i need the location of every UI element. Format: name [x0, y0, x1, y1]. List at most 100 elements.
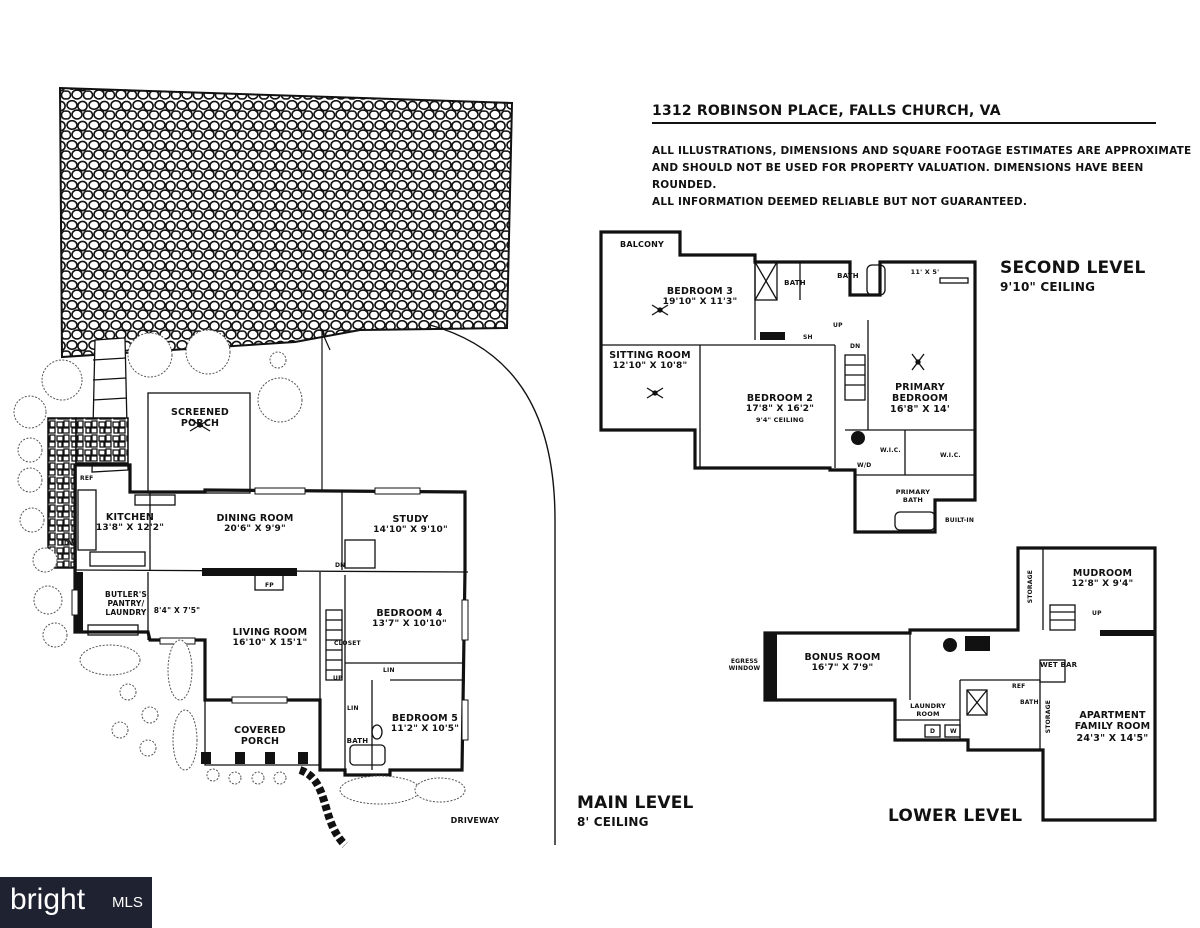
bedroom2-ceiling: 9'4" CEILING	[755, 416, 805, 424]
study-dim: 14'10" X 9'10"	[373, 525, 448, 535]
dining-name: DINING ROOM	[216, 513, 294, 524]
label-screened-porch: SCREENED PORCH	[170, 407, 230, 429]
label-dryer: D	[930, 728, 936, 735]
label-primary-bedroom-dim: 16'8" X 14'	[890, 404, 950, 415]
bedroom4-name: BEDROOM 4	[376, 608, 443, 619]
label-washer: W	[950, 728, 957, 735]
label-up-lower: UP	[1092, 610, 1102, 617]
label-lin-2: LIN	[347, 705, 359, 712]
disclaimer-line-2: AND SHOULD NOT BE USED FOR PROPERTY VALU…	[652, 162, 1144, 191]
disclaimer-line-1: ALL ILLUSTRATIONS, DIMENSIONS AND SQUARE…	[652, 145, 1192, 157]
kitchen-dim: 13'8" X 12'2"	[95, 523, 165, 533]
label-dn-2: DN	[850, 343, 861, 350]
living-name: LIVING ROOM	[232, 627, 308, 638]
ceiling-fan-icon-sr	[651, 304, 669, 316]
kitchen-name: KITCHEN	[105, 512, 155, 523]
label-primary-bath: PRIMARY BATH	[895, 488, 931, 504]
ceiling-fan-icon-sit	[646, 387, 664, 399]
sitting-dim: 12'10" X 10'8"	[612, 361, 688, 371]
property-address: 1312 ROBINSON PLACE, FALLS CHURCH, VA	[652, 103, 1001, 119]
label-closet: CLOSET	[334, 640, 361, 647]
bedroom3-name: BEDROOM 3	[666, 286, 734, 297]
label-apartment-family-room: APARTMENT FAMILY ROOM	[1074, 710, 1151, 732]
label-fireplace: FP	[265, 582, 274, 589]
label-lin-1: LIN	[383, 667, 395, 674]
mudroom-name: MUDROOM	[1072, 568, 1133, 579]
ceiling-fan-icon	[189, 418, 211, 432]
dining-dim: 20'6" X 9'9"	[224, 524, 286, 534]
fireplace	[202, 568, 297, 576]
label-balcony: BALCONY	[620, 240, 664, 249]
label-up-2: UP	[833, 322, 843, 329]
mudroom-dim: 12'8" X 9'4"	[1071, 579, 1134, 589]
sitting-name: SITTING ROOM	[609, 350, 691, 361]
label-dw-main: DW	[64, 540, 76, 547]
label-bath-2a: BATH	[784, 279, 806, 287]
cobblestone-patio	[58, 86, 514, 359]
label-dn-main: DN	[335, 562, 346, 569]
label-up-main: UP	[333, 675, 343, 682]
label-wic-2: W.I.C.	[940, 452, 961, 459]
label-ref-lower: REF	[1012, 683, 1026, 690]
label-bath-2b: BATH	[837, 272, 859, 280]
label-butlers-pantry: BUTLER'S PANTRY/ LAUNDRY	[105, 590, 147, 617]
watermark-suffix: MLS	[112, 894, 143, 911]
main-level-title: MAIN LEVEL	[577, 793, 694, 813]
second-level-ceiling: 9'10" CEILING	[1000, 280, 1096, 294]
label-hall-dim: 8'4" X 7'5"	[153, 606, 201, 615]
bedroom2-name: BEDROOM 2	[746, 393, 814, 404]
label-laundry-room: LAUNDRY ROOM	[910, 702, 946, 718]
bright-mls-watermark: bright MLS	[0, 877, 152, 928]
driveway-curve	[429, 324, 556, 845]
label-wet-bar: WET BAR	[1040, 661, 1078, 669]
label-covered-porch: COVERED PORCH	[234, 725, 286, 747]
label-driveway: DRIVEWAY	[450, 816, 500, 825]
main-level-ceiling: 8' CEILING	[577, 815, 649, 829]
bonus-dim: 16'7" X 7'9"	[811, 663, 874, 673]
label-wd: W/D	[857, 462, 872, 469]
bedroom2-dim: 17'8" X 16'2"	[745, 404, 815, 414]
label-closet-dim: 11' X 5'	[910, 268, 940, 276]
bonus-name: BONUS ROOM	[804, 652, 881, 663]
living-dim: 16'10" X 15'1"	[232, 638, 308, 648]
disclaimer-line-3: ALL INFORMATION DEEMED RELIABLE BUT NOT …	[652, 196, 1028, 208]
study-name: STUDY	[392, 514, 429, 525]
watermark-brand: bright	[10, 883, 86, 916]
bedroom5-dim: 11'2" X 10'5"	[390, 724, 460, 734]
lower-level-title: LOWER LEVEL	[888, 806, 1023, 826]
title-divider	[652, 122, 1156, 124]
main-level-plan	[13, 86, 556, 848]
label-apartment-dim: 24'3" X 14'5"	[1076, 733, 1149, 744]
label-storage-2: STORAGE	[1045, 700, 1052, 734]
bedroom4-dim: 13'7" X 10'10"	[372, 619, 447, 629]
label-storage-1: STORAGE	[1027, 570, 1034, 604]
landscape-shrubs	[13, 329, 466, 805]
ceiling-fan-icon-pb	[911, 353, 925, 371]
label-built-in: BUILT-IN	[945, 517, 975, 524]
lower-level-plan	[763, 546, 1157, 822]
label-ref-main: REF	[80, 475, 94, 482]
label-egress-window: EGRESS WINDOW	[728, 658, 761, 672]
bedroom3-dim: 19'10" X 11'3"	[662, 297, 738, 307]
second-level-plan	[599, 230, 977, 534]
label-sh: SH	[803, 334, 813, 341]
disclaimer: ALL ILLUSTRATIONS, DIMENSIONS AND SQUARE…	[652, 143, 1192, 211]
label-bath-main: BATH	[346, 737, 369, 745]
second-level-title: SECOND LEVEL	[1000, 258, 1146, 278]
label-bath-lower: BATH	[1020, 699, 1039, 706]
bedroom5-name: BEDROOM 5	[391, 713, 459, 724]
label-primary-bedroom: PRIMARY BEDROOM	[892, 382, 948, 404]
label-wic-1: W.I.C.	[880, 447, 901, 454]
